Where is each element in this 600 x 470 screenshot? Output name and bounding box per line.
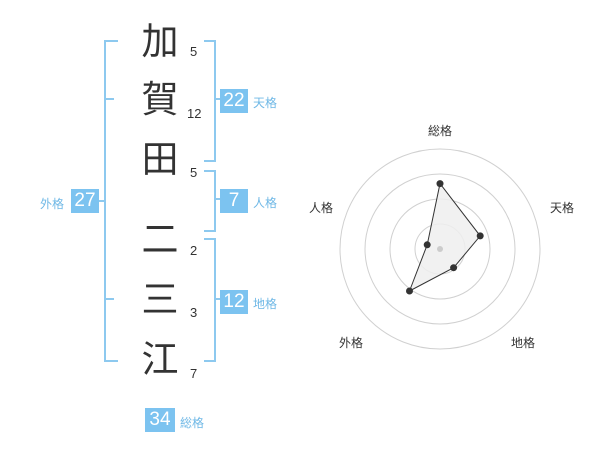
stroke-count-5: 3 [190,305,198,320]
name-char-4: 二 [141,218,179,261]
radar-ring-3 [364,173,516,325]
stroke-count-4: 2 [190,243,198,258]
radar-label-gaikaku: 外格 [339,336,364,350]
gaikaku-bracket [104,40,118,362]
radar-label-tenkaku: 天格 [550,201,575,215]
jinkaku-bracket-tick [214,198,222,200]
tenkaku-value-badge: 22 [220,89,248,113]
radar-point-4 [423,241,431,249]
soukaku-label: 総格 [180,416,205,430]
chikaku-bracket [204,238,216,362]
name-char-5: 三 [141,278,179,321]
jinkaku-bracket [204,170,216,232]
stroke-count-3: 5 [190,165,198,180]
gaikaku-bracket-tick [96,200,104,202]
radar-label-jinkaku: 人格 [309,201,334,215]
soukaku-value-badge: 34 [145,408,175,432]
radar-ring-4 [339,148,541,350]
name-char-3: 田 [141,138,179,181]
gaikaku-inner-tick-2 [106,298,114,300]
tenkaku-bracket-tick [214,98,222,100]
radar-polygon [408,182,481,293]
radar-label-soukaku: 総格 [428,124,453,138]
radar-point-3 [406,287,413,295]
chikaku-bracket-tick [214,298,222,300]
stroke-count-1: 5 [190,44,198,59]
chikaku-label: 地格 [253,297,278,311]
radar-point-2 [450,264,458,272]
radar-center-dot [437,246,443,252]
radar-label-chikaku: 地格 [511,336,536,350]
name-char-2: 賀 [141,78,179,121]
tenkaku-bracket [204,40,216,162]
stroke-count-6: 7 [190,366,198,381]
jinkaku-value-badge: 7 [220,189,248,213]
jinkaku-label: 人格 [253,196,278,210]
gaikaku-value-badge: 27 [71,189,99,213]
chikaku-value-badge: 12 [220,290,248,314]
stroke-count-2: 12 [187,106,202,121]
gaikaku-inner-tick-1 [106,98,114,100]
radar-point-0 [436,180,444,188]
gaikaku-label: 外格 [40,197,65,211]
radar-point-1 [476,232,484,240]
name-char-1: 加 [141,20,179,63]
name-char-6: 江 [141,338,179,381]
tenkaku-label: 天格 [253,96,278,110]
